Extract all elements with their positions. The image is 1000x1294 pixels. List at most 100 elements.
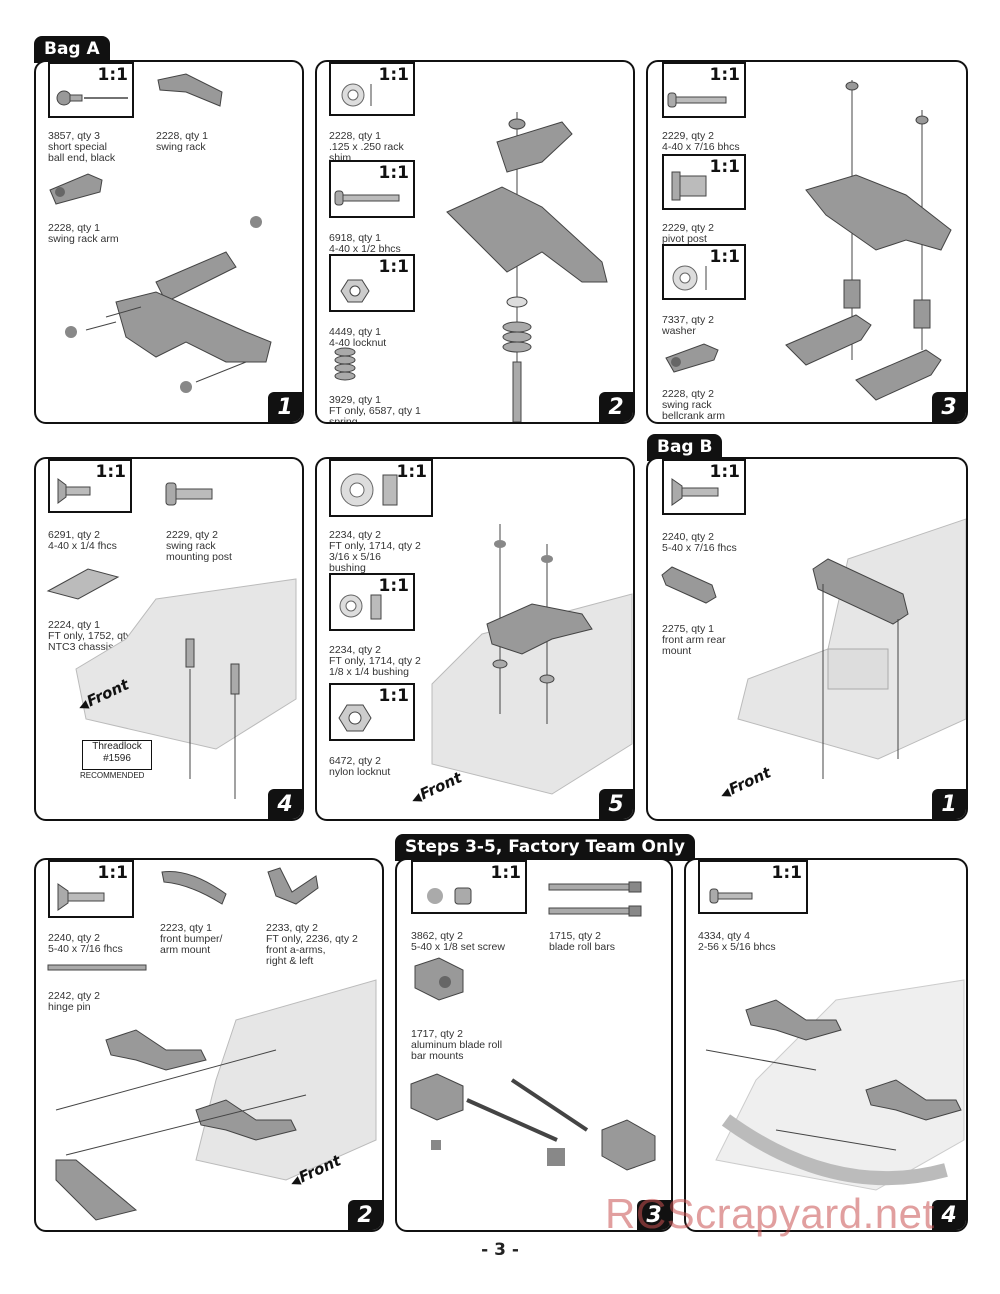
a-arm-icon	[267, 867, 319, 905]
chassis-plate-illustration	[75, 578, 297, 799]
part-box-shim: 1:1	[329, 62, 415, 116]
swing-rack-shim-assembly-illustration	[446, 112, 608, 422]
front-arm-rear-mount-icon	[661, 566, 717, 604]
part-box-nylon-locknut: 1:1	[329, 683, 415, 741]
step-number: 3	[932, 392, 966, 422]
bushing-icon	[340, 473, 398, 507]
scale-label: 1:1	[97, 65, 128, 85]
step-number: 4	[932, 1200, 966, 1230]
part-box-bhcs-716: 1:1	[662, 62, 746, 118]
front-arms-assembly-illustration	[55, 979, 377, 1221]
part-box-bushing-18: 1:1	[329, 573, 415, 631]
scale-label: 1:1	[378, 65, 409, 85]
watermark-text: RCScrapyard.net	[605, 1190, 935, 1237]
scale-label: 1:1	[378, 257, 409, 277]
bushing-assembly-illustration	[431, 524, 633, 795]
front-bumper-icon	[161, 870, 227, 905]
part-box-fhcs-540: 1:1	[662, 459, 746, 515]
threadlock-recommended: RECOMMENDED	[80, 771, 145, 780]
scale-label: 1:1	[378, 686, 409, 706]
bellcrank-assembly-illustration	[785, 80, 952, 401]
ball-end-icon	[56, 90, 128, 106]
hinge-pin-icon	[47, 964, 147, 971]
part-box-fhcs: 1:1	[48, 459, 132, 513]
step-number: 4	[268, 789, 302, 819]
part-box-ball-end: 1:1	[48, 62, 134, 118]
set-screw-icon	[427, 887, 472, 905]
step-number: 5	[599, 789, 633, 819]
spring-icon	[334, 347, 356, 381]
roll-bar-install-illustration	[705, 979, 965, 1191]
scale-label: 1:1	[709, 65, 740, 85]
washer-icon	[672, 265, 707, 291]
nut-icon	[340, 279, 370, 303]
scale-label: 1:1	[709, 247, 740, 267]
roll-bar-mount-icon	[414, 957, 464, 1001]
bag-a-tab: Bag A	[34, 36, 110, 63]
part-box-bushing-316: 1:1	[329, 459, 433, 517]
scale-label: 1:1	[378, 163, 409, 183]
scale-label: 1:1	[490, 863, 521, 883]
screw-icon	[667, 92, 727, 108]
swing-rack-assembly-illustration	[65, 216, 272, 393]
swing-rack-icon	[157, 73, 223, 107]
scale-label: 1:1	[396, 462, 427, 482]
nut-icon	[338, 704, 372, 732]
scale-label: 1:1	[709, 462, 740, 482]
part-box-set-screw: 1:1	[411, 860, 527, 914]
scale-label: 1:1	[95, 462, 126, 482]
threadlock-callout: Threadlock#1596	[82, 740, 152, 770]
factory-team-tab: Steps 3-5, Factory Team Only	[395, 834, 695, 861]
part-box-bhcs: 1:1	[329, 160, 415, 218]
step-number: 2	[348, 1200, 382, 1230]
page-number: - 3 -	[481, 1240, 519, 1260]
bellcrank-arm-icon	[665, 343, 719, 373]
scale-label: 1:1	[97, 863, 128, 883]
part-box-washer: 1:1	[662, 244, 746, 300]
roll-bar-icon	[548, 881, 642, 917]
screw-icon	[334, 190, 400, 206]
part-box-pivot-post: 1:1	[662, 154, 746, 210]
bushing-icon	[339, 594, 382, 620]
step-number: 1	[932, 789, 966, 819]
flathead-screw-icon	[57, 478, 91, 504]
flathead-screw-icon	[57, 883, 105, 911]
scale-label: 1:1	[771, 863, 802, 883]
chassis-icon	[46, 568, 120, 600]
step-number: 1	[268, 392, 302, 422]
flathead-screw-icon	[671, 478, 719, 506]
scale-label: 1:1	[709, 157, 740, 177]
washer-icon	[341, 83, 372, 107]
